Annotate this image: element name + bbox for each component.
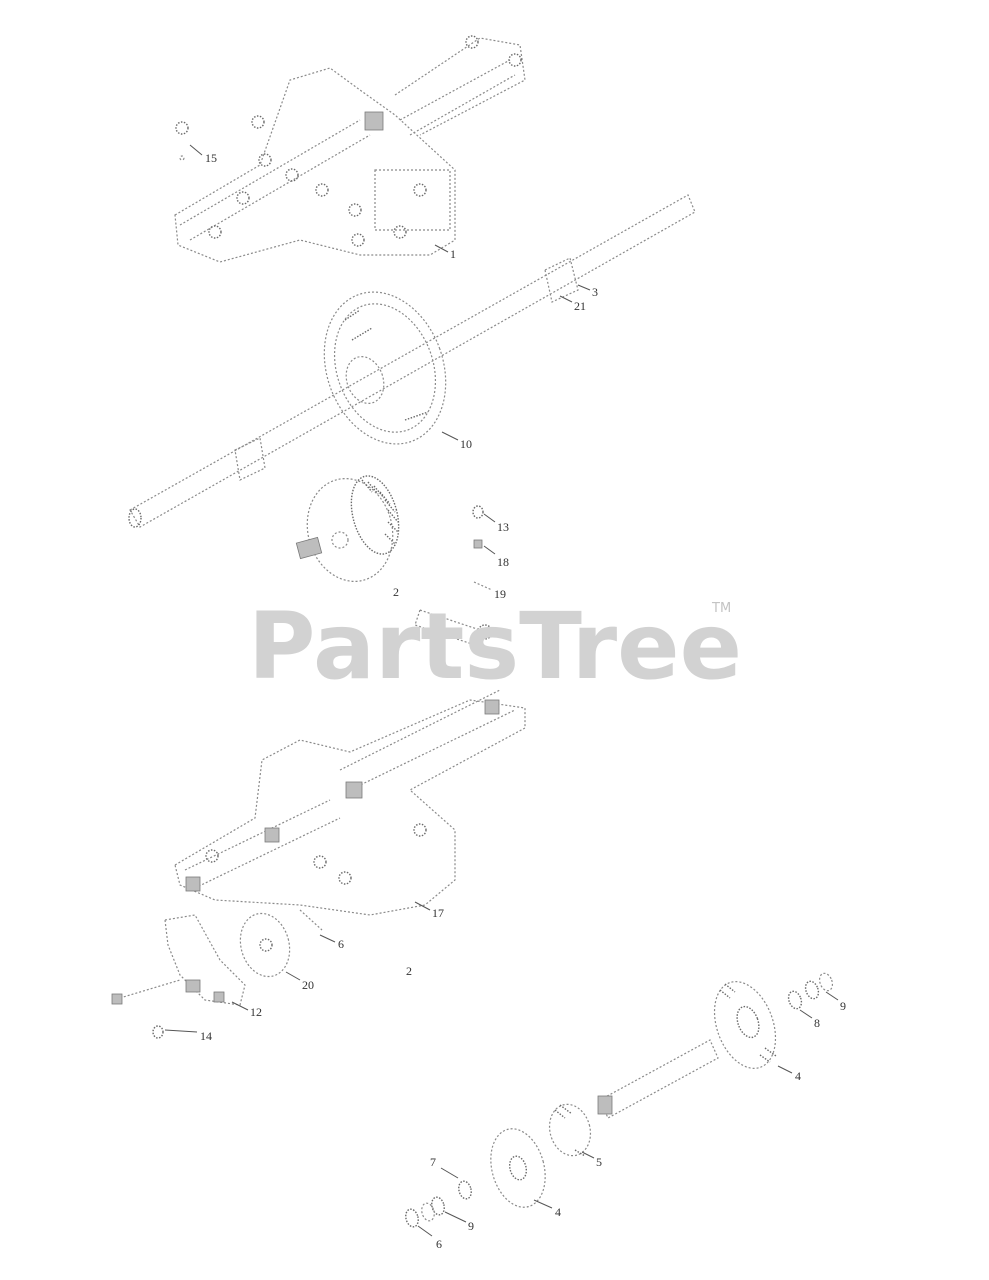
washer-7 [458,1180,472,1200]
callout-14: 14 [200,1029,212,1043]
callout-7: 7 [430,1155,436,1169]
callout-9-lower: 9 [468,1219,474,1233]
callout-4-lower: 4 [555,1205,561,1219]
pinion-5 [548,1103,592,1157]
callout-2-upper: 2 [393,585,399,599]
ring-9-lower [421,1196,445,1222]
washer-14 [152,1025,164,1039]
callout-18: 18 [497,555,509,569]
upper-housing [174,35,526,263]
bevel-gear-4-upper [713,981,777,1069]
callout-3: 3 [592,285,598,299]
watermark: PartsTree [248,593,742,700]
gear-20 [239,912,291,978]
ring-gear [323,291,447,445]
pin-13 [472,505,484,519]
pin-6 [299,909,323,931]
washer-8 [787,990,803,1010]
shift-bracket [164,914,246,1006]
callout-13: 13 [497,520,509,534]
callout-9-upper: 9 [840,999,846,1013]
callout-5: 5 [596,1155,602,1169]
callout-1: 1 [450,247,456,261]
shaft-19 [414,581,493,646]
spring-18 [473,539,483,549]
gear-4-lower [490,1128,546,1208]
callout-10: 10 [460,437,472,451]
callout-15: 15 [205,151,217,165]
callout-4-upper: 4 [795,1069,801,1083]
callout-19: 19 [494,587,506,601]
axle-shaft [128,194,696,528]
watermark-trademark: TM [711,601,731,616]
callout-2-lower: 2 [406,964,412,978]
callout-17: 17 [432,906,444,920]
bolt-15 [175,121,189,161]
bolt-long [111,979,181,1005]
callout-8: 8 [814,1016,820,1030]
washer-6-lower [405,1208,419,1228]
bevel-gear-assembly [295,475,400,582]
callout-6-upper: 6 [338,937,344,951]
lower-housing [174,689,526,916]
callout-21: 21 [574,299,586,313]
input-shaft [597,1039,719,1119]
callout-6-lower: 6 [436,1237,442,1251]
callout-20: 20 [302,978,314,992]
callout-12: 12 [250,1005,262,1019]
ring-9-upper [804,972,834,1000]
